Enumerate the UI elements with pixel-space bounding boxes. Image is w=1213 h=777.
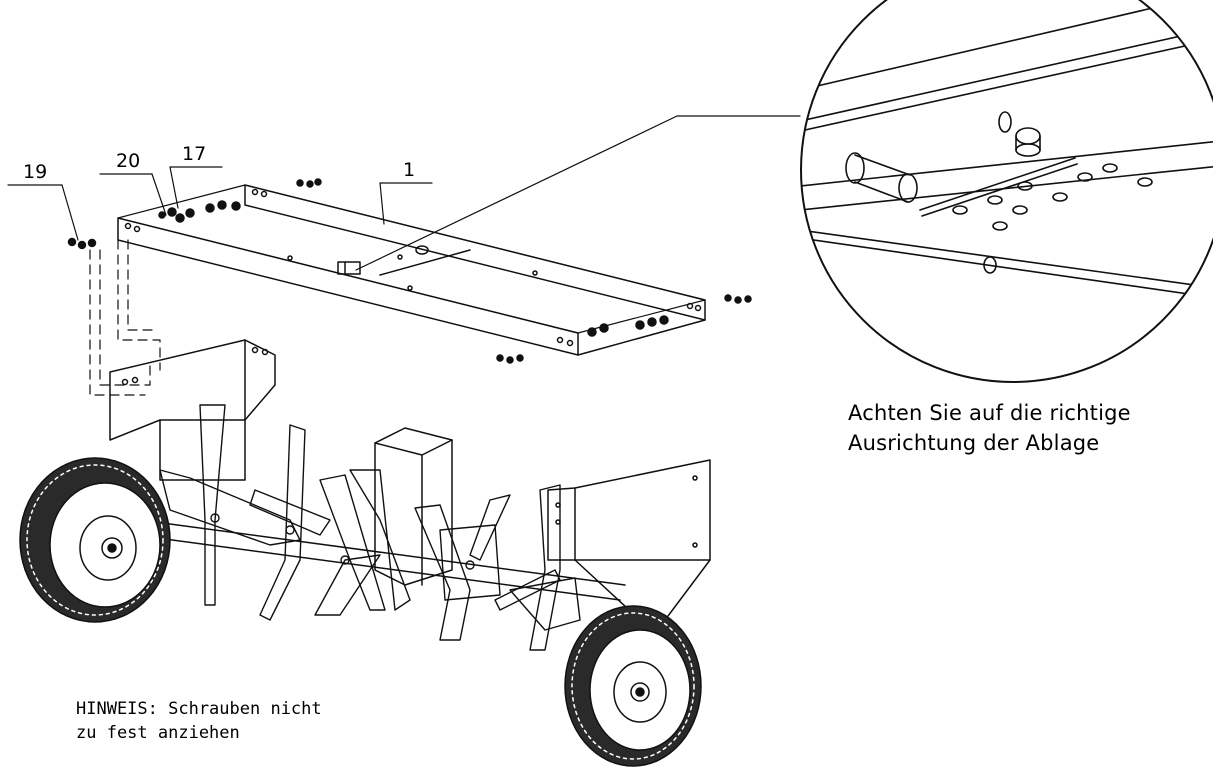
zoom-detail <box>800 0 1213 383</box>
right-bracket <box>547 459 711 621</box>
zoom-note-line2: Ausrichtung der Ablage <box>848 431 1100 455</box>
part-number-17: 17 <box>182 143 207 165</box>
zoom-callout-line <box>355 115 801 271</box>
zoom-note: Achten Sie auf die richtige Ausrichtung … <box>848 398 1131 458</box>
tighten-note-line1: HINWEIS: Schrauben nicht <box>76 699 322 719</box>
tighten-note-line2: zu fest anziehen <box>76 723 240 743</box>
part-number-1: 1 <box>403 159 416 181</box>
part-number-leaders <box>7 166 433 241</box>
center-housing <box>374 427 453 586</box>
tines <box>159 404 581 651</box>
left-bracket <box>109 339 276 481</box>
tighten-note: HINWEIS: Schrauben nicht zu fest anziehe… <box>76 697 322 745</box>
frame-bar <box>117 184 706 356</box>
hardware <box>67 178 752 364</box>
left-wheel <box>19 457 171 623</box>
assembly-dashes <box>89 239 161 396</box>
part-number-19: 19 <box>23 161 48 183</box>
right-wheel <box>564 605 702 767</box>
zoom-note-line1: Achten Sie auf die richtige <box>848 401 1131 425</box>
part-number-20: 20 <box>116 150 141 172</box>
